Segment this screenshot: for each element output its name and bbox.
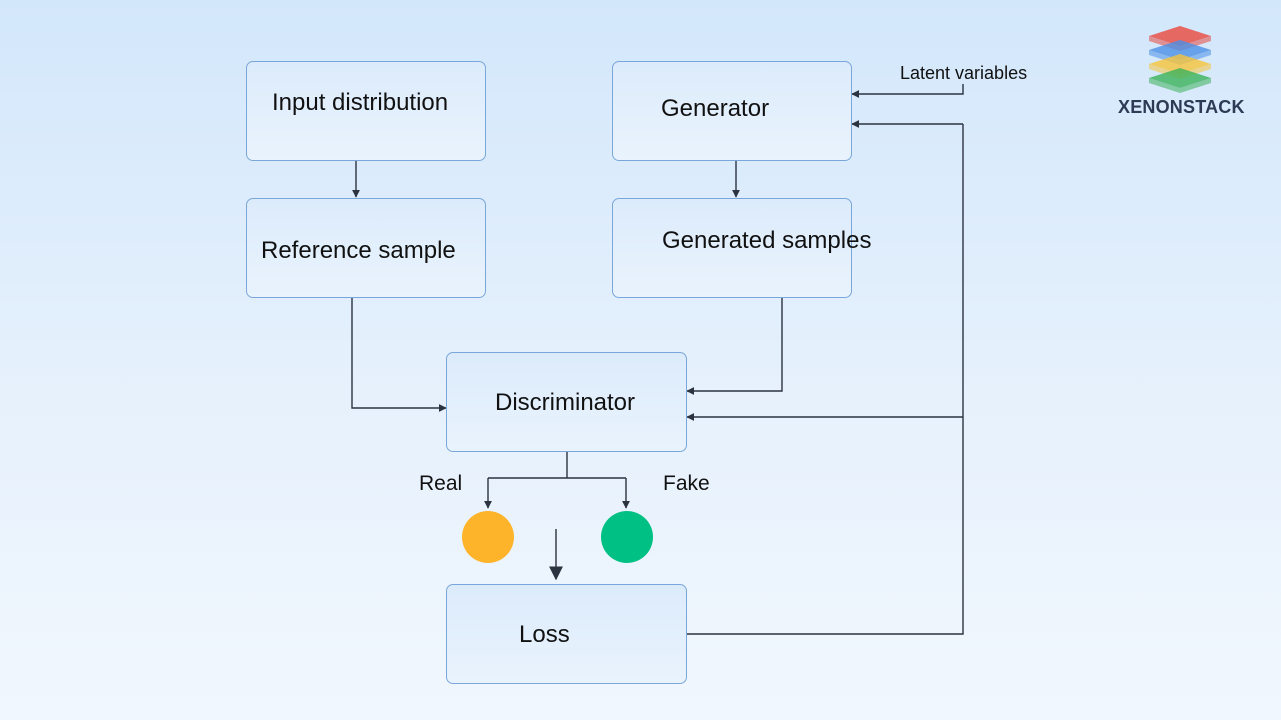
line-loss-feedback (687, 124, 964, 635)
reference-sample-label: Reference sample (261, 237, 456, 264)
latent-variables-label: Latent variables (900, 63, 1028, 83)
input-distribution-box: Input distribution (246, 61, 486, 161)
loss-box: Loss (446, 584, 687, 684)
real-dot (462, 511, 514, 563)
arrow-latent-to-generator (851, 84, 964, 98)
line-discriminator-split (488, 452, 626, 479)
loss-label: Loss (519, 621, 570, 648)
generated-samples-box: Generated samples (612, 198, 871, 298)
generator-label: Generator (661, 95, 770, 122)
logo-layers (1149, 26, 1211, 93)
arrow-generated-to-discriminator (686, 298, 783, 395)
discriminator-label: Discriminator (495, 389, 636, 416)
reference-sample-box: Reference sample (246, 198, 486, 298)
xenonstack-logo-icon (1149, 26, 1211, 93)
fake-label: Fake (663, 472, 710, 495)
discriminator-box: Discriminator (446, 352, 687, 452)
logo-text: XENONSTACK (1118, 97, 1245, 117)
input-distribution-label: Input distribution (272, 89, 449, 116)
generator-box: Generator (612, 61, 852, 161)
arrow-reference-to-discriminator (351, 298, 447, 412)
generated-samples-label: Generated samples (662, 227, 872, 254)
fake-dot (601, 511, 653, 563)
real-label: Real (419, 472, 463, 495)
